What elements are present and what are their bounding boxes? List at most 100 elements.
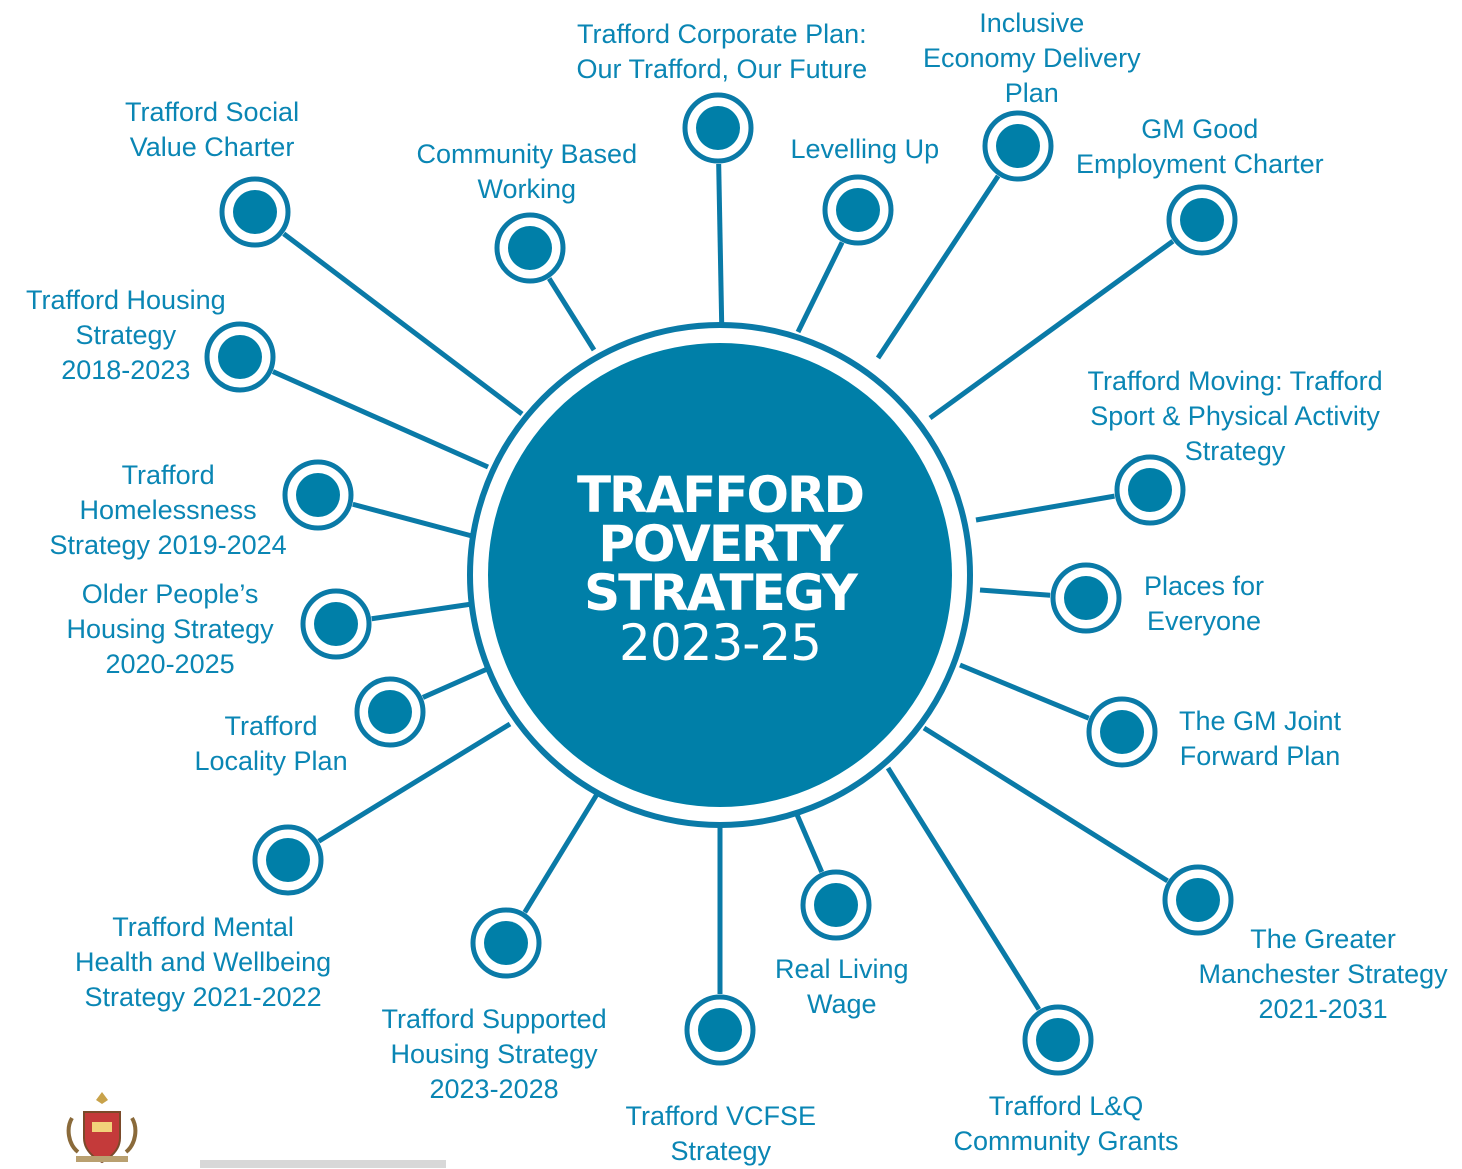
label-line: 2020-2025 <box>105 649 235 679</box>
strategy-nodes <box>204 92 1238 1076</box>
node-gm-joint-forward-plan <box>1086 696 1158 768</box>
node-places-for-everyone <box>1050 562 1122 634</box>
connector-greater-manchester-strategy <box>922 725 1169 883</box>
node-lq-community-grants <box>1022 1004 1094 1076</box>
node-dot <box>996 124 1040 168</box>
hub-title-line-1: TRAFFORD <box>577 466 863 524</box>
connector-levelling-up <box>795 241 845 334</box>
label-line: Inclusive <box>979 8 1085 38</box>
label-line: Community Grants <box>953 1126 1179 1156</box>
connector-older-peoples-housing <box>371 601 473 622</box>
node-homelessness-strategy <box>282 459 354 531</box>
connector-locality-plan <box>421 663 496 700</box>
label-vcfse-strategy: Trafford VCFSE Strategy <box>626 1099 817 1169</box>
label-line: Forward Plan <box>1179 741 1341 771</box>
node-community-based-working <box>494 212 566 284</box>
label-line: The Greater <box>1250 924 1396 954</box>
connector-homelessness-strategy <box>352 501 473 539</box>
label-line: Older People’s <box>81 579 259 609</box>
label-line: Strategy <box>670 1136 772 1166</box>
label-line: Trafford Housing <box>26 285 226 315</box>
node-dot <box>233 190 277 234</box>
label-line: 2018-2023 <box>61 355 191 385</box>
center-hub: TRAFFORD POVERTY STRATEGY 2023-25 <box>467 322 973 828</box>
label-line: GM Good <box>1141 114 1259 144</box>
label-line: Employment Charter <box>1076 149 1324 179</box>
label-line: Real Living <box>775 954 909 984</box>
node-older-peoples-housing <box>300 588 372 660</box>
node-dot <box>698 1008 742 1052</box>
node-dot <box>508 226 552 270</box>
node-levelling-up <box>822 174 894 246</box>
node-dot <box>296 473 340 517</box>
label-line: Economy Delivery <box>923 43 1141 73</box>
connector-lq-community-grants <box>885 766 1042 1011</box>
node-dot <box>814 883 858 927</box>
connector-gm-good-employment <box>928 239 1175 421</box>
node-dot <box>1128 468 1172 512</box>
node-corporate-plan <box>682 92 754 164</box>
label-corporate-plan: Trafford Corporate Plan: Our Trafford, Ou… <box>577 17 868 87</box>
label-line: Strategy <box>75 320 177 350</box>
council-crest-logo <box>66 1092 138 1164</box>
hub-title-line-3: STRATEGY <box>584 564 859 622</box>
node-dot <box>1064 576 1108 620</box>
connector-corporate-plan <box>716 163 725 341</box>
label-line: Trafford VCFSE <box>625 1101 817 1131</box>
hub-year: 2023-25 <box>619 614 821 672</box>
label-line: Our Trafford, Our Future <box>576 54 868 84</box>
connector-gm-joint-forward-plan <box>959 662 1090 721</box>
label-line: Trafford Supported <box>381 1004 607 1034</box>
node-vcfse-strategy <box>684 994 756 1066</box>
node-trafford-moving <box>1114 454 1186 526</box>
connector-supported-housing <box>522 784 605 914</box>
label-line: Strategy 2021-2022 <box>84 982 322 1012</box>
label-line: Trafford Social <box>125 97 300 127</box>
connector-places-for-everyone <box>979 587 1051 598</box>
label-line: Locality Plan <box>194 746 348 776</box>
label-line: Levelling Up <box>790 134 940 164</box>
label-line: The GM Joint <box>1179 706 1342 736</box>
node-inclusive-economy <box>982 110 1054 182</box>
label-line: Homelessness <box>79 495 257 525</box>
label-line: Plan <box>1004 78 1059 108</box>
label-line: Housing Strategy <box>390 1039 598 1069</box>
label-line: 2023-2028 <box>429 1074 559 1104</box>
label-line: Manchester Strategy <box>1198 959 1448 989</box>
label-line: Trafford Corporate Plan: <box>576 19 867 49</box>
node-dot <box>484 921 528 965</box>
connector-inclusive-economy <box>875 174 1001 360</box>
label-line: Working <box>477 174 577 204</box>
hub-disc <box>488 343 952 807</box>
node-dot <box>1100 710 1144 754</box>
connector-community-based-working <box>547 277 597 352</box>
label-line: Health and Wellbeing <box>75 947 332 977</box>
footer-strip <box>200 1160 446 1168</box>
node-dot <box>314 602 358 646</box>
node-gm-good-employment <box>1166 184 1238 256</box>
node-dot <box>1180 198 1224 242</box>
node-social-value-charter <box>219 176 291 248</box>
label-line: Community Based <box>416 139 638 169</box>
label-line: Strategy <box>1184 436 1286 466</box>
connector-real-living-wage <box>792 809 825 873</box>
node-dot <box>1036 1018 1080 1062</box>
node-real-living-wage <box>800 869 872 941</box>
label-line: Trafford <box>121 460 215 490</box>
connector-mental-health <box>317 721 512 844</box>
node-greater-manchester-strategy <box>1162 864 1234 936</box>
